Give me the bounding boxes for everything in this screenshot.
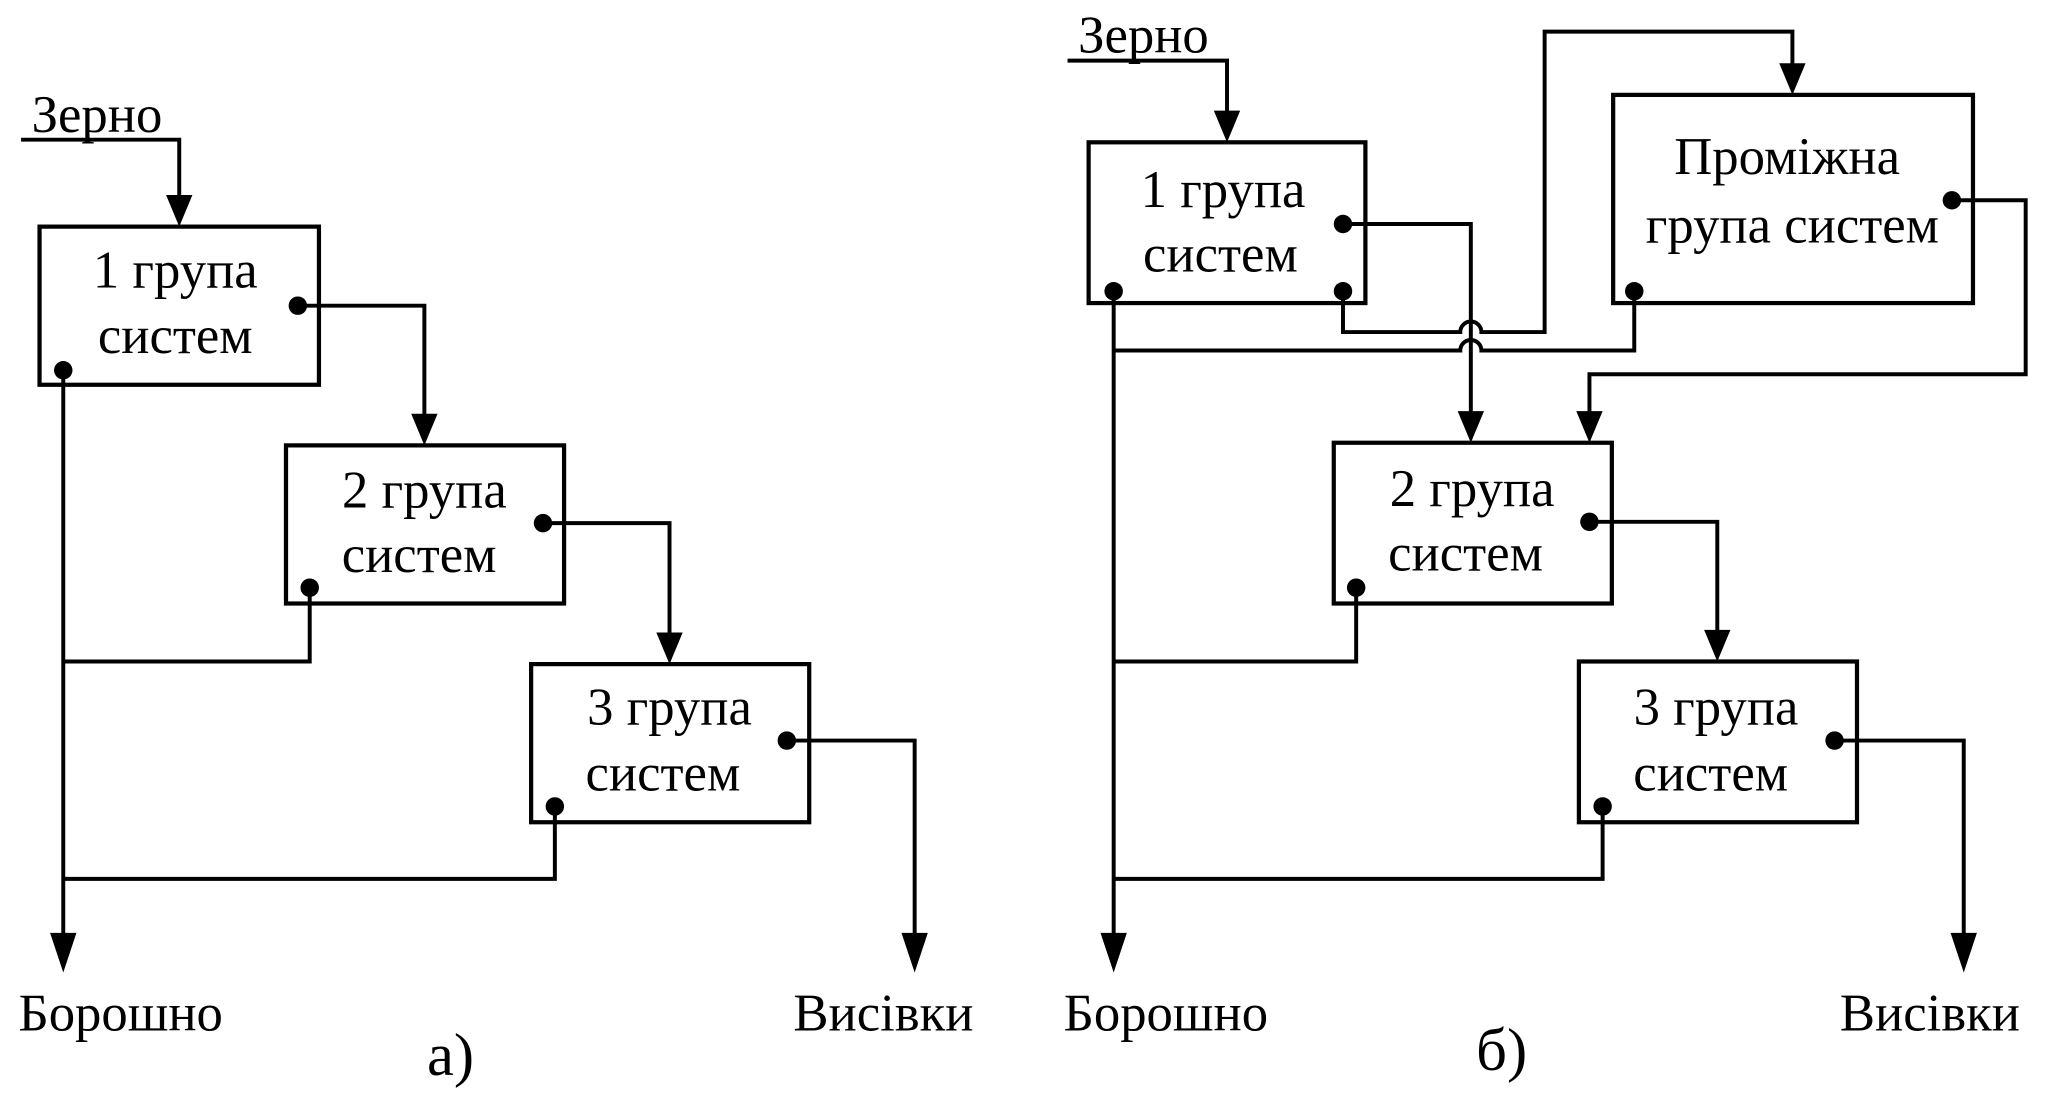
arrow-head-icon	[1457, 411, 1485, 443]
block-2-line2: систем	[1388, 525, 1543, 583]
arrow-head-icon	[411, 413, 438, 446]
block-1-line1: 1 група	[93, 241, 258, 299]
block-3-line1: 3 група	[587, 679, 752, 737]
output-label-flour: Борошно	[18, 984, 222, 1042]
flour-line-block-2	[63, 587, 312, 664]
flow-line-1-to-2	[1342, 222, 1473, 414]
flow-line-1-to-intermediate	[1341, 29, 1795, 335]
block-3-line2: систем	[586, 745, 741, 803]
block-group-1	[37, 224, 322, 387]
input-flow-line	[21, 137, 182, 198]
bran-output-line	[786, 738, 917, 939]
flow-line-intermediate-to-2	[1587, 198, 2028, 414]
block-group-3	[529, 662, 812, 825]
flow-line-2-to-3	[1589, 519, 1720, 633]
block-intermediate-line2: група систем	[1646, 196, 1939, 254]
flow-line-1-to-2	[297, 303, 427, 420]
block-group-2	[1331, 440, 1614, 606]
block-2-line1: 2 група	[342, 461, 507, 519]
bran-output-line	[1834, 738, 1966, 939]
output-label-bran: Висівки	[793, 984, 973, 1042]
flow-line-2-to-3	[542, 521, 672, 636]
arrow-head-icon	[1100, 932, 1127, 973]
block-intermediate-line1: Проміжна	[1674, 128, 1900, 186]
block-2-line1: 2 група	[1390, 460, 1555, 518]
arrow-head-icon	[656, 632, 683, 665]
flour-line-block-3	[63, 806, 557, 881]
arrow-head-icon	[1950, 932, 1977, 973]
arrow-head-icon	[901, 932, 928, 973]
arrow-head-icon	[1576, 411, 1603, 443]
block-2-line2: систем	[342, 526, 497, 584]
arrow-head-icon	[166, 195, 193, 227]
flour-line-block-3	[1113, 806, 1605, 881]
flour-line-block-2	[1113, 587, 1359, 664]
input-label-grain: Зерно	[1078, 7, 1209, 65]
input-flow-line	[1067, 58, 1229, 114]
arrow-head-icon	[1213, 110, 1241, 143]
caption-a: а)	[427, 1022, 474, 1089]
arrow-head-icon	[1704, 629, 1731, 662]
block-1-line2: систем	[98, 307, 253, 365]
input-label-grain: Зерно	[32, 86, 163, 144]
block-3-line2: систем	[1633, 745, 1788, 803]
arrow-head-icon	[1779, 63, 1806, 95]
block-1-line1: 1 група	[1141, 161, 1306, 219]
arrow-head-icon	[50, 932, 77, 973]
diagram-a: Зерно 1 група систем 2 група систем 3 гр…	[18, 86, 973, 1089]
diagram-b: Зерно 1 група систем Проміжна група сист…	[1064, 7, 2028, 1084]
flour-line-intermediate	[1113, 291, 1637, 353]
block-1-line2: систем	[1143, 225, 1298, 283]
caption-b: б)	[1476, 1017, 1527, 1084]
output-label-bran: Висівки	[1840, 984, 2020, 1042]
output-label-flour: Борошно	[1064, 984, 1268, 1042]
block-3-line1: 3 група	[1634, 679, 1799, 737]
block-intermediate-group	[1611, 92, 1976, 306]
output-port-dot	[1580, 512, 1599, 532]
block-group-2	[283, 443, 567, 606]
